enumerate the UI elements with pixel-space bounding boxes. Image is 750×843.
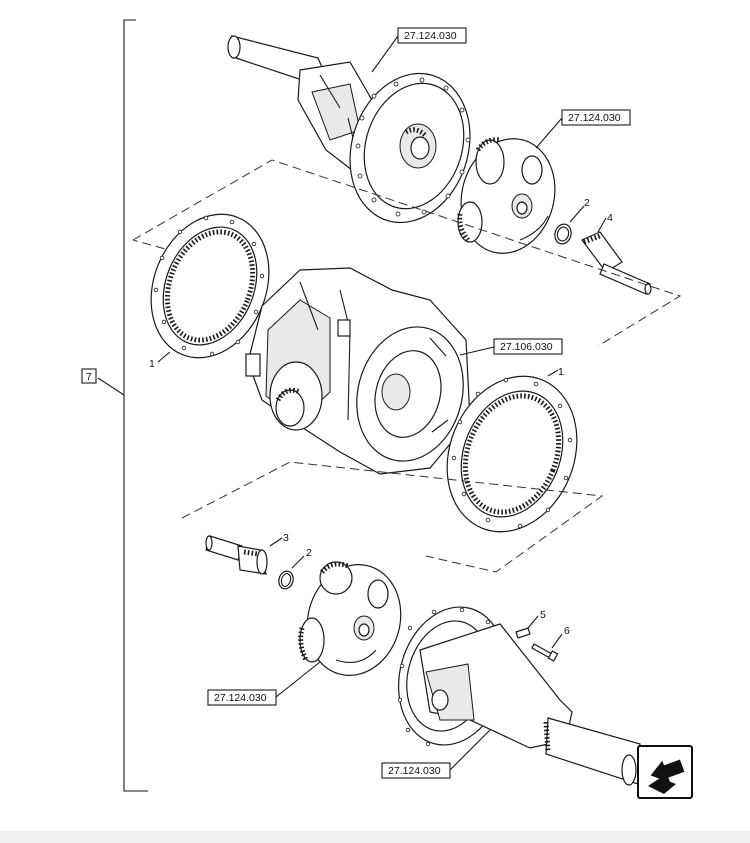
ref-axle-housing-bottom[interactable]: 27.124.030	[381, 729, 491, 779]
callout-6: 6	[564, 625, 570, 637]
svg-text:27.124.030: 27.124.030	[568, 112, 621, 124]
callout-1-left: 1	[149, 358, 155, 370]
bottom-strip	[0, 831, 750, 843]
callout-1-right: 1	[558, 366, 564, 378]
sun-shaft-bottom: 3	[205, 532, 289, 575]
ref-axle-housing-top[interactable]: 27.124.030	[371, 27, 467, 73]
snap-ring-top: 2	[554, 197, 590, 245]
ref-differential-housing[interactable]: 27.106.030	[459, 338, 563, 356]
svg-text:27.124.030: 27.124.030	[388, 765, 441, 777]
callout-3: 3	[283, 532, 289, 544]
axle-housing-bottom	[397, 606, 641, 786]
differential-housing	[245, 267, 471, 475]
svg-text:27.124.030: 27.124.030	[404, 30, 457, 42]
callout-2-top: 2	[584, 197, 590, 209]
planetary-carrier-top	[457, 137, 556, 254]
svg-text:27.124.030: 27.124.030	[214, 692, 267, 704]
ring-gear-right-bolt-holes	[451, 377, 573, 529]
axle-housing-top	[227, 35, 471, 224]
flange-bolt-holes-bottom	[397, 607, 491, 747]
ref-planetary-carrier-top[interactable]: 27.124.030	[535, 109, 631, 149]
assembly-plane-upper	[132, 159, 682, 347]
svg-text:27.106.030: 27.106.030	[500, 341, 553, 353]
sun-shaft-top: 4	[581, 212, 652, 295]
bolt: 6	[531, 625, 570, 662]
callout-2-bottom: 2	[306, 547, 312, 559]
callout-7: 7	[86, 371, 92, 383]
assembly-plane-lower	[181, 461, 604, 573]
callout-4: 4	[607, 212, 613, 224]
next-page-arrow-icon[interactable]	[637, 745, 693, 799]
snap-ring-bottom: 2	[278, 547, 312, 590]
dowel-pin: 5	[515, 609, 546, 639]
ring-gear-right: 1	[446, 366, 578, 533]
group-bracket: 7	[81, 19, 148, 792]
callout-5: 5	[540, 609, 546, 621]
planetary-carrier-bottom	[298, 561, 402, 676]
ring-gear-left: 1	[149, 213, 270, 370]
ref-planetary-carrier-bottom[interactable]: 27.124.030	[207, 661, 321, 706]
ring-gear-left-bolt-holes	[153, 215, 265, 357]
flange-bolt-holes	[355, 77, 471, 217]
